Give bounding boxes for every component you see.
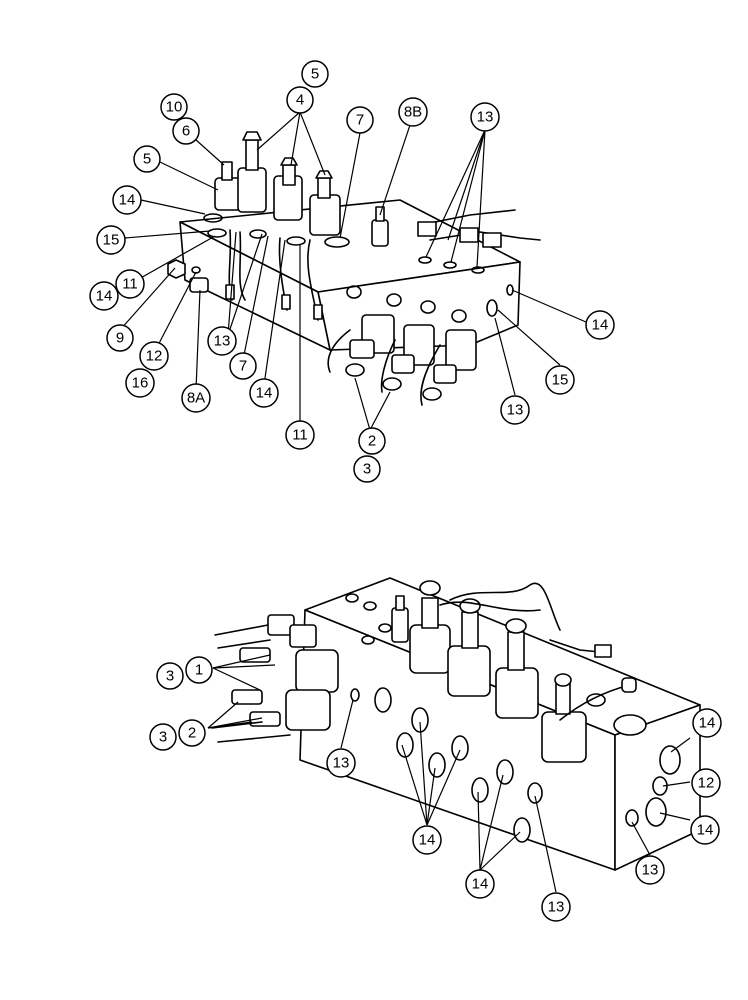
svg-text:11: 11 bbox=[122, 276, 138, 293]
svg-text:14: 14 bbox=[699, 715, 716, 732]
callout-14-left-lower: 14 bbox=[89, 281, 119, 311]
callout-15-left: 15 bbox=[96, 225, 126, 255]
callout-7-upper: 7 bbox=[346, 106, 374, 134]
svg-text:9: 9 bbox=[116, 330, 124, 347]
callout-10: 10 bbox=[160, 93, 188, 121]
svg-text:13: 13 bbox=[548, 899, 565, 916]
svg-text:11: 11 bbox=[292, 427, 308, 444]
svg-text:4: 4 bbox=[296, 92, 304, 109]
callout-13-top: 13 bbox=[470, 102, 500, 132]
callout-11-bottom: 11 bbox=[285, 420, 315, 450]
svg-text:14: 14 bbox=[119, 192, 136, 209]
svg-text:15: 15 bbox=[552, 372, 569, 389]
svg-text:12: 12 bbox=[698, 775, 715, 792]
svg-text:10: 10 bbox=[166, 99, 183, 116]
bottom-solenoid-cartridges bbox=[391, 580, 587, 763]
callout-15-right: 15 bbox=[545, 365, 575, 395]
callout-16: 16 bbox=[125, 368, 155, 398]
callout-1: 1 bbox=[185, 656, 213, 684]
svg-text:3: 3 bbox=[159, 729, 167, 746]
svg-text:14: 14 bbox=[472, 876, 489, 893]
callouts-top: 5 4 10 6 5 7 8B 13 14 15 14 11 9 12 16 8… bbox=[89, 60, 615, 483]
bottom-valve-assembly bbox=[211, 577, 701, 871]
top-solenoid-cartridges bbox=[214, 131, 341, 236]
svg-text:6: 6 bbox=[182, 123, 190, 140]
callout-9: 9 bbox=[106, 324, 134, 352]
callout-3-top: 3 bbox=[353, 455, 381, 483]
callout-13-bottom-low: 13 bbox=[541, 892, 571, 922]
callout-14-left-upper: 14 bbox=[112, 185, 142, 215]
bottom-front-face-ports bbox=[350, 687, 543, 843]
svg-text:13: 13 bbox=[477, 109, 494, 126]
svg-text:2: 2 bbox=[368, 433, 376, 450]
svg-text:8A: 8A bbox=[187, 390, 205, 407]
bottom-right-face-ports bbox=[625, 745, 681, 827]
svg-text:2: 2 bbox=[188, 725, 196, 742]
callout-13-bottom-left: 13 bbox=[326, 748, 356, 778]
callout-5-upper: 5 bbox=[301, 60, 329, 88]
svg-text:16: 16 bbox=[132, 375, 149, 392]
callout-5-lower: 5 bbox=[133, 145, 161, 173]
callout-8a: 8A bbox=[181, 383, 211, 413]
svg-text:5: 5 bbox=[311, 66, 319, 83]
callout-11-left: 11 bbox=[115, 269, 145, 299]
callout-14-mid: 14 bbox=[249, 378, 279, 408]
callout-12-top: 12 bbox=[139, 341, 169, 371]
svg-text:7: 7 bbox=[239, 358, 247, 375]
bottom-top-face-ports bbox=[345, 593, 647, 736]
callout-14-right: 14 bbox=[585, 310, 615, 340]
top-block-left-face bbox=[179, 221, 331, 351]
callout-12-bottom: 12 bbox=[691, 768, 721, 798]
svg-text:5: 5 bbox=[143, 151, 151, 168]
callout-3-bottom-upper: 3 bbox=[156, 662, 184, 690]
callout-7-lower: 7 bbox=[229, 352, 257, 380]
svg-text:13: 13 bbox=[333, 755, 350, 772]
callout-14-bottom-right-lower: 14 bbox=[690, 815, 720, 845]
svg-text:1: 1 bbox=[195, 662, 203, 679]
callout-2-top: 2 bbox=[358, 427, 386, 455]
front-solenoid-valves bbox=[327, 314, 477, 406]
svg-text:3: 3 bbox=[363, 461, 371, 478]
callout-13-right: 13 bbox=[500, 395, 530, 425]
callout-6: 6 bbox=[172, 117, 200, 145]
callout-14-bottom-center: 14 bbox=[412, 825, 442, 855]
svg-text:14: 14 bbox=[697, 822, 714, 839]
top-right-harness bbox=[417, 209, 541, 248]
svg-text:3: 3 bbox=[166, 668, 174, 685]
callout-13-mid: 13 bbox=[207, 326, 237, 356]
callout-4: 4 bbox=[286, 86, 314, 114]
svg-text:14: 14 bbox=[592, 317, 609, 334]
svg-text:7: 7 bbox=[356, 112, 364, 129]
svg-text:13: 13 bbox=[642, 862, 659, 879]
svg-text:14: 14 bbox=[96, 288, 113, 305]
bottom-left-solenoids bbox=[211, 614, 339, 743]
top-valve-assembly bbox=[167, 131, 541, 406]
svg-text:12: 12 bbox=[146, 348, 163, 365]
svg-text:14: 14 bbox=[419, 832, 436, 849]
callout-2-bottom: 2 bbox=[178, 719, 206, 747]
top-wire-harness bbox=[225, 229, 323, 321]
top-face-ports bbox=[203, 213, 485, 274]
svg-text:15: 15 bbox=[103, 232, 120, 249]
svg-text:13: 13 bbox=[507, 402, 524, 419]
svg-text:8B: 8B bbox=[404, 104, 422, 121]
callout-14-bottom-low: 14 bbox=[465, 869, 495, 899]
svg-text:13: 13 bbox=[214, 333, 231, 350]
svg-text:14: 14 bbox=[256, 385, 273, 402]
callout-14-bottom-right-upper: 14 bbox=[692, 708, 722, 738]
callout-13-bottom-right: 13 bbox=[635, 855, 665, 885]
bottom-wire-harness bbox=[439, 582, 637, 721]
callout-3-bottom-lower: 3 bbox=[149, 723, 177, 751]
callouts-bottom: 3 1 3 2 13 14 14 13 14 12 14 13 bbox=[149, 656, 722, 922]
callout-8b: 8B bbox=[398, 97, 428, 127]
